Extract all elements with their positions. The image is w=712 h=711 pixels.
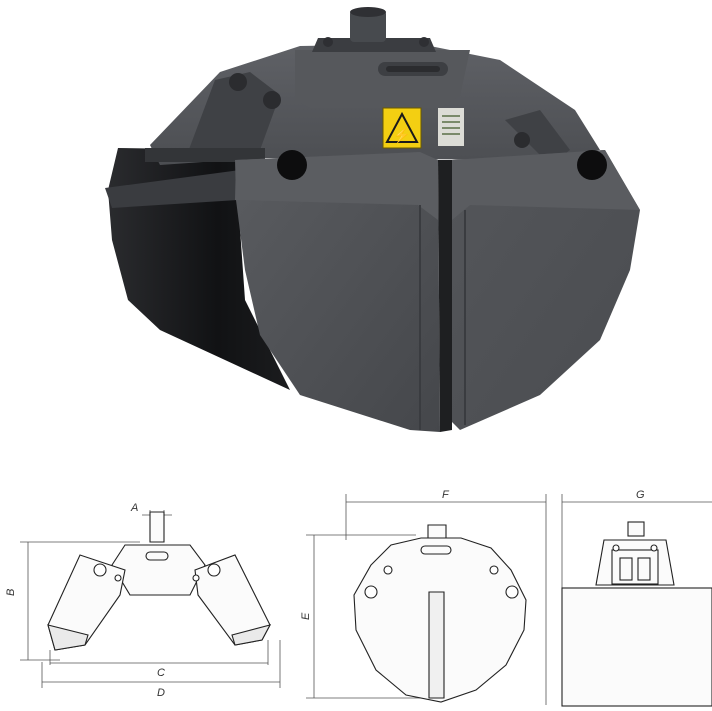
dimension-f-label: F: [442, 489, 450, 501]
lightning-icon: ⚡: [393, 127, 410, 144]
grab-bucket-photo: ⚡: [105, 7, 640, 432]
dimension-e-label: E: [300, 612, 312, 620]
dimension-c-label: C: [157, 667, 165, 679]
end-view-drawing: G: [561, 489, 712, 707]
side-view-drawing: F E: [300, 489, 547, 705]
dimension-a-label: A: [130, 502, 138, 514]
front-shell-left: [235, 150, 440, 432]
warning-sign: ⚡: [382, 107, 422, 149]
dimension-d-label: D: [157, 687, 165, 699]
rear-shell: [105, 148, 290, 390]
hydraulic-linkage-right: [505, 110, 570, 165]
dimension-b-label: B: [5, 589, 17, 596]
hydraulic-linkage-left: [145, 72, 281, 162]
info-label: [438, 108, 464, 146]
dimension-g-label: G: [636, 489, 645, 501]
front-view-drawing: A B C D: [5, 502, 281, 699]
front-shell-right: [450, 150, 640, 430]
